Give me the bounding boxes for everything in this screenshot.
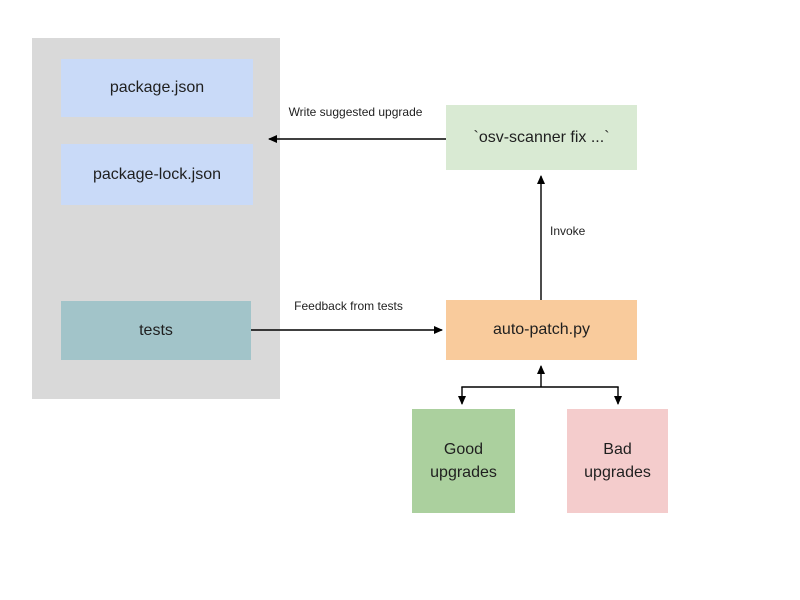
node-package-lock-json-label: package-lock.json	[92, 165, 222, 183]
node-bad-upgrades-label: Bad upgrades	[584, 440, 651, 481]
node-bad-upgrades: Bad upgrades	[567, 409, 668, 513]
node-package-json: package.json	[61, 59, 253, 117]
node-tests: tests	[61, 301, 251, 360]
node-package-lock-json: package-lock.json	[61, 144, 253, 205]
node-osv-scanner-fix-label: `osv-scanner fix ...`	[473, 128, 610, 146]
node-tests-label: tests	[139, 321, 173, 339]
node-auto-patch: auto-patch.py	[446, 300, 637, 360]
edge-label-write-suggested-upgrade: Write suggested upgrade	[288, 105, 423, 119]
node-auto-patch-label: auto-patch.py	[493, 321, 590, 339]
node-osv-scanner-fix: `osv-scanner fix ...`	[446, 105, 637, 170]
node-package-json-label: package.json	[109, 79, 205, 97]
node-good-upgrades-label: Good upgrades	[430, 440, 497, 481]
edge-label-feedback-from-tests: Feedback from tests	[294, 299, 403, 313]
node-good-upgrades: Good upgrades	[412, 409, 515, 513]
edge-label-invoke: Invoke	[550, 224, 586, 238]
